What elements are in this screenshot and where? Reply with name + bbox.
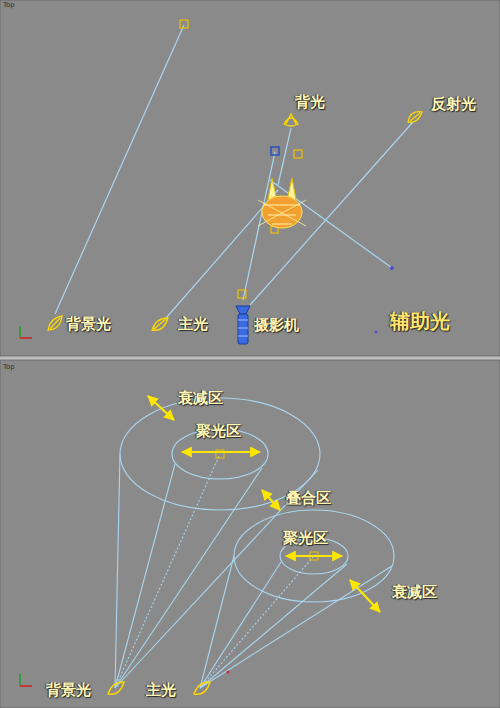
axis-icon: [20, 326, 32, 686]
spotlight-cones: [115, 398, 394, 688]
viewport-name: Top: [3, 364, 15, 372]
part-label: 辅助光: [390, 310, 450, 332]
part-label: 主光: [178, 316, 208, 333]
viewport: [0, 0, 500, 356]
camera-icon: [236, 306, 250, 344]
target-markers: [180, 20, 302, 298]
part-label: 背景光: [66, 316, 111, 333]
spotlight-icon: [48, 112, 422, 331]
dimension-arrow: [148, 396, 380, 612]
light-lines: [55, 25, 413, 318]
head-model: [258, 178, 306, 228]
part-label: 衰减区: [392, 584, 437, 601]
camera-target: [271, 147, 279, 155]
part-label: 衰减区: [178, 390, 223, 407]
part-label: 聚光区: [196, 423, 241, 440]
divider: [0, 357, 500, 360]
part-label: 叠合区: [286, 490, 331, 507]
part-label: 摄影机: [254, 317, 299, 334]
part-label: 反射光: [431, 96, 476, 113]
part-label: 背景光: [46, 682, 91, 699]
target-dot: [390, 266, 394, 270]
viewport: [0, 360, 500, 708]
part-label: 主光: [146, 682, 176, 699]
part-label: 背光: [295, 94, 325, 111]
viewport-name: Top: [3, 2, 15, 10]
marker-dot: [227, 671, 230, 674]
part-label: 聚光区: [283, 530, 328, 547]
target-dot: [375, 331, 378, 334]
